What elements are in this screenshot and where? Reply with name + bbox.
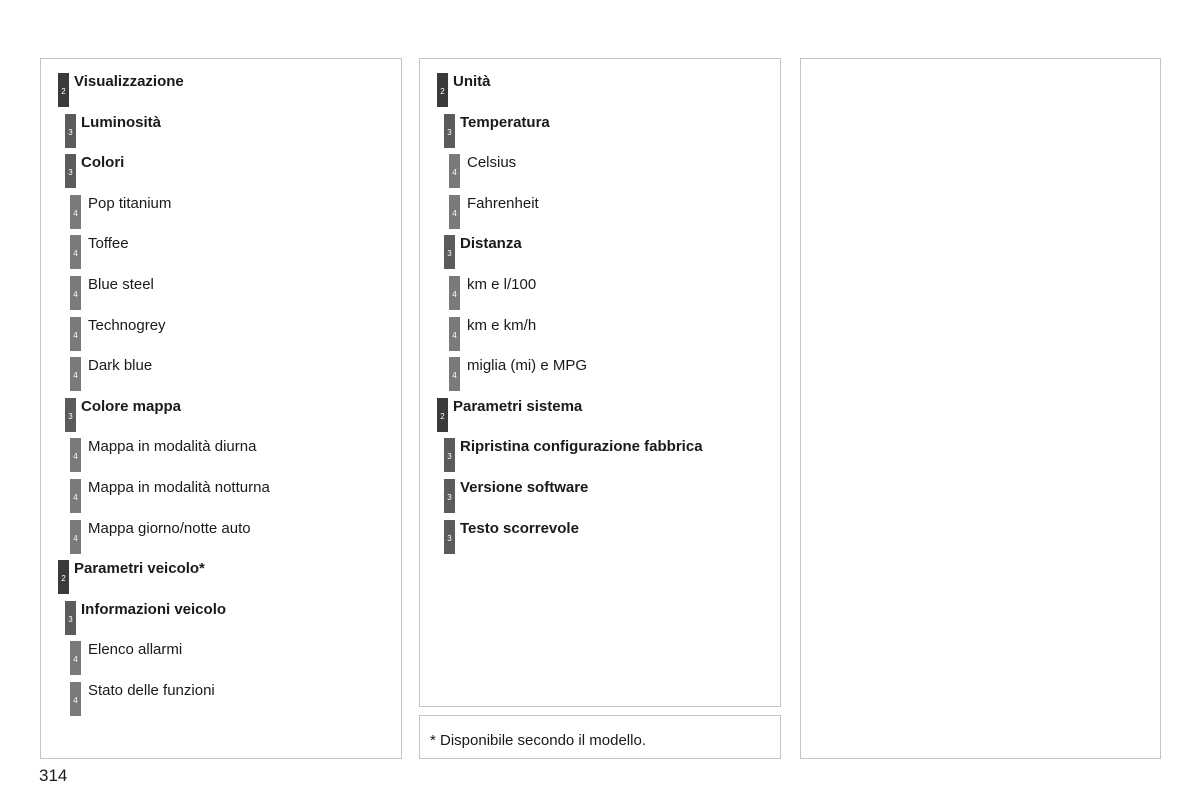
menu-item: 3 Luminosità: [65, 113, 162, 150]
level-marker: 4: [70, 682, 81, 716]
level-marker: 4: [449, 154, 460, 189]
level-marker: 3: [444, 113, 455, 148]
menu-item: 2 Unità: [437, 73, 491, 109]
level-marker: 4: [70, 316, 81, 351]
menu-item: 3 Ripristina configurazione fabbrica: [444, 438, 703, 474]
level-marker: 4: [70, 276, 81, 310]
menu-item: 3 Informazioni veicolo: [65, 600, 227, 637]
level-marker: 3: [65, 397, 76, 432]
level-marker: 4: [70, 479, 81, 513]
menu-item-label: Colore mappa: [81, 397, 182, 415]
menu-item: 3 Versione software: [444, 479, 588, 515]
menu-item-label: Colori: [81, 154, 125, 172]
level-marker: 4: [70, 357, 81, 392]
menu-item: 4 Elenco allarmi: [70, 641, 182, 677]
menu-item-label: Mappa giorno/notte auto: [88, 519, 251, 537]
level-marker: 4: [70, 194, 81, 229]
menu-item-label: Elenco allarmi: [88, 641, 183, 659]
page-number: 314: [39, 766, 68, 785]
menu-item-label: Temperatura: [460, 113, 550, 131]
level-marker: 4: [70, 519, 81, 554]
menu-item-label: Unità: [453, 73, 491, 90]
menu-item-label: Pop titanium: [88, 194, 172, 212]
menu-item: 3 Distanza: [444, 235, 522, 271]
menu-item: 4 km e km/h: [449, 316, 537, 353]
menu-item: 3 Colore mappa: [65, 397, 182, 434]
menu-item-label: Parametri veicolo*: [74, 560, 205, 578]
menu-item: 4 Stato delle funzioni: [70, 682, 215, 718]
menu-item: 4 Celsius: [449, 154, 516, 190]
menu-item: 4 Mappa in modalità diurna: [70, 438, 256, 474]
menu-item-label: Versione software: [460, 479, 589, 496]
level-marker: 4: [70, 438, 81, 473]
level-marker: 4: [449, 276, 460, 310]
menu-item-label: Dark blue: [88, 357, 153, 375]
footnote-text: * Disponibile secondo il modello.: [430, 732, 646, 749]
menu-item-label: km e km/h: [467, 316, 537, 334]
footnote-box: * Disponibile secondo il modello.: [419, 715, 781, 759]
level-marker: 4: [70, 235, 81, 270]
menu-item-label: Blue steel: [88, 276, 154, 293]
menu-item-label: miglia (mi) e MPG: [467, 357, 588, 375]
menu-item-label: Mappa in modalità notturna: [88, 479, 270, 496]
menu-item: 4 km e l/100: [449, 276, 536, 312]
level-marker: 3: [65, 600, 76, 635]
menu-item: 4 Blue steel: [70, 276, 154, 312]
menu-item: 3 Colori: [65, 154, 124, 190]
menu-item-label: Informazioni veicolo: [81, 600, 227, 618]
level-marker: 3: [65, 113, 76, 148]
menu-item: 4 Mappa giorno/notte auto: [70, 519, 251, 556]
menu-item-label: Celsius: [467, 154, 517, 172]
menu-item-label: Testo scorrevole: [460, 519, 579, 537]
menu-item: 4 Pop titanium: [70, 194, 172, 231]
level-marker: 3: [444, 235, 455, 270]
menu-item: 2 Visualizzazione: [58, 73, 184, 109]
menu-item-label: Toffee: [88, 235, 129, 253]
menu-item-label: Mappa in modalità diurna: [88, 438, 257, 456]
menu-item-label: Technogrey: [88, 316, 166, 334]
level-marker: 2: [437, 397, 448, 432]
menu-item: 4 Technogrey: [70, 316, 166, 353]
menu-item-label: Ripristina configurazione fabbrica: [460, 438, 703, 456]
menu-item-label: Stato delle funzioni: [88, 682, 215, 699]
menu-item-label: km e l/100: [467, 276, 537, 293]
level-marker: 3: [444, 519, 455, 554]
menu-item-label: Visualizzazione: [74, 73, 184, 90]
menu-item-label: Luminosità: [81, 113, 162, 131]
menu-item: 2 Parametri veicolo*: [58, 560, 205, 596]
menu-item: 4 Toffee: [70, 235, 129, 271]
menu-item-label: Fahrenheit: [467, 194, 539, 212]
level-marker: 3: [65, 154, 76, 189]
level-marker: 2: [58, 73, 69, 107]
menu-item-label: Parametri sistema: [453, 397, 583, 415]
menu-item: 4 miglia (mi) e MPG: [449, 357, 587, 393]
menu-item: 3 Temperatura: [444, 113, 550, 150]
level-marker: 3: [444, 438, 455, 473]
menu-item: 4 Mappa in modalità notturna: [70, 479, 270, 515]
menu-item: 4 Dark blue: [70, 357, 152, 393]
menu-item: 2 Parametri sistema: [437, 397, 583, 434]
level-marker: 4: [449, 357, 460, 392]
empty-column-3: [800, 58, 1161, 759]
menu-item: 3 Testo scorrevole: [444, 519, 579, 556]
menu-item: 4 Fahrenheit: [449, 194, 539, 231]
level-marker: 2: [58, 560, 69, 595]
level-marker: 4: [449, 316, 460, 351]
level-marker: 4: [70, 641, 81, 676]
level-marker: 4: [449, 194, 460, 229]
level-marker: 2: [437, 73, 448, 107]
menu-item-label: Distanza: [460, 235, 522, 253]
level-marker: 3: [444, 479, 455, 513]
